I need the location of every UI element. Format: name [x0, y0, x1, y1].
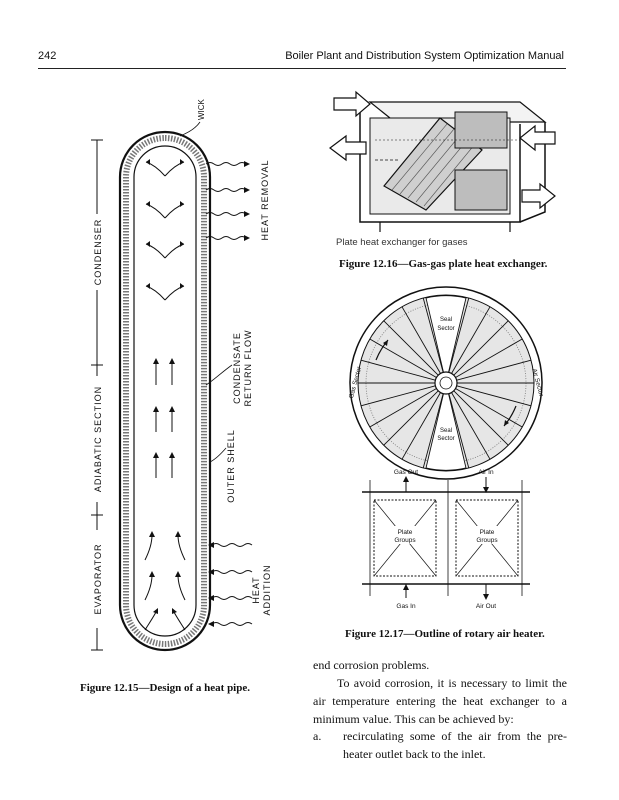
heat-removal-arrows — [205, 161, 250, 241]
wick-label: WICK — [197, 98, 206, 120]
figure-12-15-caption: Figure 12.15—Design of a heat pipe. — [80, 682, 250, 694]
sector-label-bottom: Sector — [437, 436, 454, 442]
page-header: 242 Boiler Plant and Distribution System… — [38, 50, 564, 68]
air-out-label: Air Out — [476, 603, 496, 610]
air-in-label: Air In — [478, 469, 494, 476]
gas-in-label: Gas In — [396, 603, 416, 610]
plate-label-right: Plate — [480, 529, 495, 536]
plate-label-left: Plate — [398, 529, 413, 536]
addition-label: ADDITION — [262, 564, 272, 615]
heat-pipe-outer-shell — [118, 130, 212, 652]
rotor-spoke — [453, 320, 509, 376]
condenser-label: CONDENSER — [93, 219, 103, 286]
sector-label-top: Sector — [437, 326, 454, 332]
page-number: 242 — [38, 50, 57, 62]
rotor-spoke — [455, 338, 523, 378]
rotor-spokes — [358, 295, 534, 471]
plate-heat-exchanger-figure: Plate heat exchanger for gases — [329, 90, 556, 248]
flow-arrows — [329, 90, 556, 210]
rotor-spoke — [451, 392, 491, 460]
heat-addition-arrows — [208, 542, 253, 627]
rotor-spoke — [383, 320, 439, 376]
figure-12-16-caption: Figure 12.16—Gas-gas plate heat exchange… — [339, 258, 548, 270]
header-rule — [38, 68, 566, 69]
heat-pipe-figure: CONDENSER ADIABATIC SECTION EVAPORATOR W… — [90, 98, 272, 652]
rotor-spoke — [448, 393, 470, 469]
running-title: Boiler Plant and Distribution System Opt… — [285, 50, 564, 62]
rotor-spoke — [456, 385, 532, 407]
return-flow-label: RETURN FLOW — [243, 330, 253, 407]
adiabatic-section-label: ADIABATIC SECTION — [93, 386, 103, 492]
body-line-continuation: end corrosion problems. — [313, 658, 430, 672]
groups-label-left: Groups — [394, 537, 416, 544]
body-paragraph: To avoid corrosion, it is necessary to l… — [313, 676, 567, 726]
rotor-spoke — [455, 388, 523, 428]
condensate-label: CONDENSATE — [232, 332, 242, 404]
seal-label-bottom: Seal — [440, 428, 452, 434]
evaporator-flow-arrows — [144, 531, 186, 631]
heat-label: HEAT — [251, 576, 261, 603]
list-item-marker: a. — [313, 729, 322, 743]
rotor-spoke — [456, 359, 532, 381]
rotary-air-heater-figure: Seal Sector Seal Sector Gas Sector Air S… — [348, 286, 545, 610]
rotor-spoke — [401, 306, 441, 374]
rotor-spoke — [383, 390, 439, 446]
plate-group-left — [373, 499, 437, 577]
body-text-block: end corrosion problems. To avoid corrosi… — [313, 656, 567, 728]
rotor-spoke — [448, 297, 470, 373]
plate-group-right — [455, 499, 519, 577]
seal-sector-top — [425, 295, 467, 384]
rotor-outer-ring — [349, 286, 543, 480]
rotor-hub — [434, 371, 458, 395]
rotor-spoke — [422, 297, 444, 373]
rotor-spoke — [401, 392, 441, 460]
list-item-text: recirculating some of the air from the p… — [343, 729, 567, 761]
plate-hx-inner-caption: Plate heat exchanger for gases — [336, 237, 468, 248]
rotor-spoke — [360, 385, 436, 407]
adiabatic-flow-arrows — [153, 358, 175, 478]
seal-label-top: Seal — [440, 317, 452, 323]
rotor-spoke — [451, 306, 491, 374]
rotor-spoke — [369, 388, 437, 428]
groups-label-right: Groups — [476, 537, 498, 544]
gas-out-label: Gas Out — [394, 469, 418, 476]
outer-shell-label: OUTER SHELL — [226, 429, 236, 503]
condenser-flow-arrows — [145, 159, 185, 301]
heat-pipe-wick-band — [123, 135, 207, 647]
rotor-spoke — [453, 390, 509, 446]
heat-pipe-core — [133, 145, 197, 637]
rotor-spoke — [422, 393, 444, 469]
rotor-spoke — [369, 338, 437, 378]
evaporator-label: EVAPORATOR — [93, 543, 103, 614]
figure-12-17-caption: Figure 12.17—Outline of rotary air heate… — [345, 628, 545, 640]
rotor-spoke — [360, 359, 436, 381]
seal-sector-bottom — [425, 382, 467, 471]
heat-removal-label: HEAT REMOVAL — [260, 159, 270, 240]
